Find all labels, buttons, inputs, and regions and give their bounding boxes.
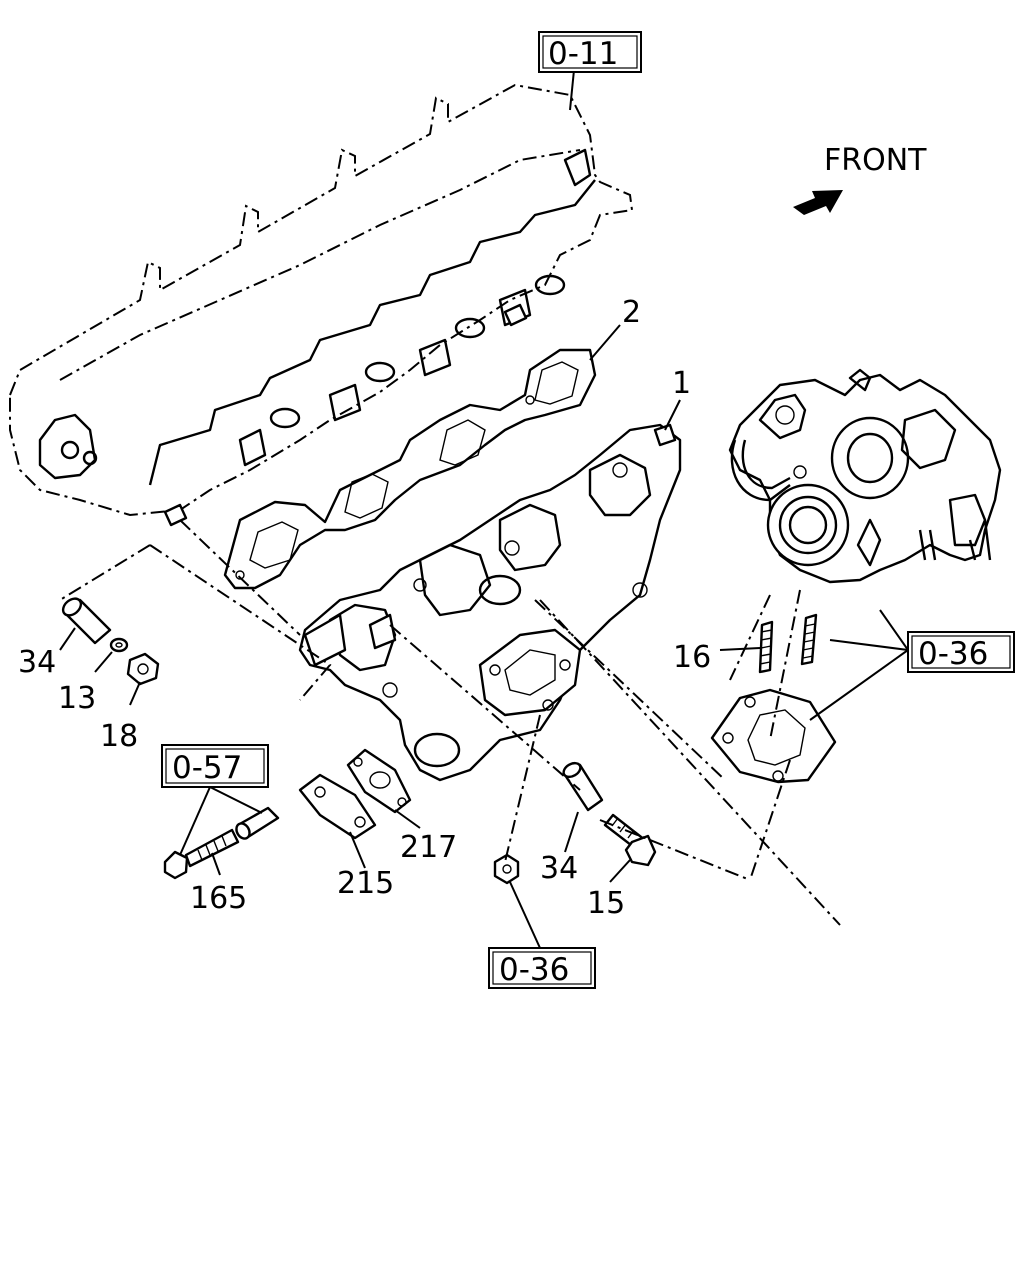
front-indicator: FRONT [793, 143, 927, 215]
part-label-18: 18 [100, 719, 138, 754]
part-label-13: 13 [58, 681, 96, 716]
exhaust-manifold [298, 423, 682, 782]
leader-lines [59, 59, 909, 949]
manifold-gasket [223, 348, 597, 590]
ref-box-0-36-right: 0-36 [907, 631, 1015, 673]
ref-label: 0-36 [499, 952, 569, 988]
part-label-15: 15 [587, 886, 625, 921]
part-label-215: 215 [337, 866, 394, 901]
part-labels: 2 1 16 34 13 18 165 215 217 34 15 [18, 295, 711, 921]
part-label-16: 16 [673, 640, 711, 675]
gasket-217 [346, 748, 412, 814]
ref-label: 0-11 [548, 36, 618, 72]
cylinder-head [9, 83, 634, 527]
assembly-lines [59, 519, 841, 926]
part-label-34: 34 [18, 645, 56, 680]
plate-215 [298, 773, 377, 840]
ref-box-0-11: 0-11 [538, 31, 642, 73]
part-label-1: 1 [672, 366, 691, 401]
ref-box-0-57: 0-57 [161, 744, 269, 788]
front-label: FRONT [824, 143, 927, 178]
part-label-165: 165 [190, 881, 247, 916]
center-small-parts [493, 761, 657, 885]
part-label-2: 2 [622, 295, 641, 330]
part-label-217: 217 [400, 830, 457, 865]
ref-label: 0-36 [918, 636, 988, 672]
turbocharger [728, 368, 1002, 584]
bolt-165-group [163, 806, 280, 880]
front-arrow-icon [793, 190, 843, 215]
turbo-gasket [710, 688, 837, 784]
left-small-parts [61, 597, 160, 686]
part-label-34b: 34 [540, 851, 578, 886]
turbo-studs [758, 613, 818, 674]
ref-box-0-36-bottom: 0-36 [488, 947, 596, 989]
ref-label: 0-57 [172, 750, 242, 786]
